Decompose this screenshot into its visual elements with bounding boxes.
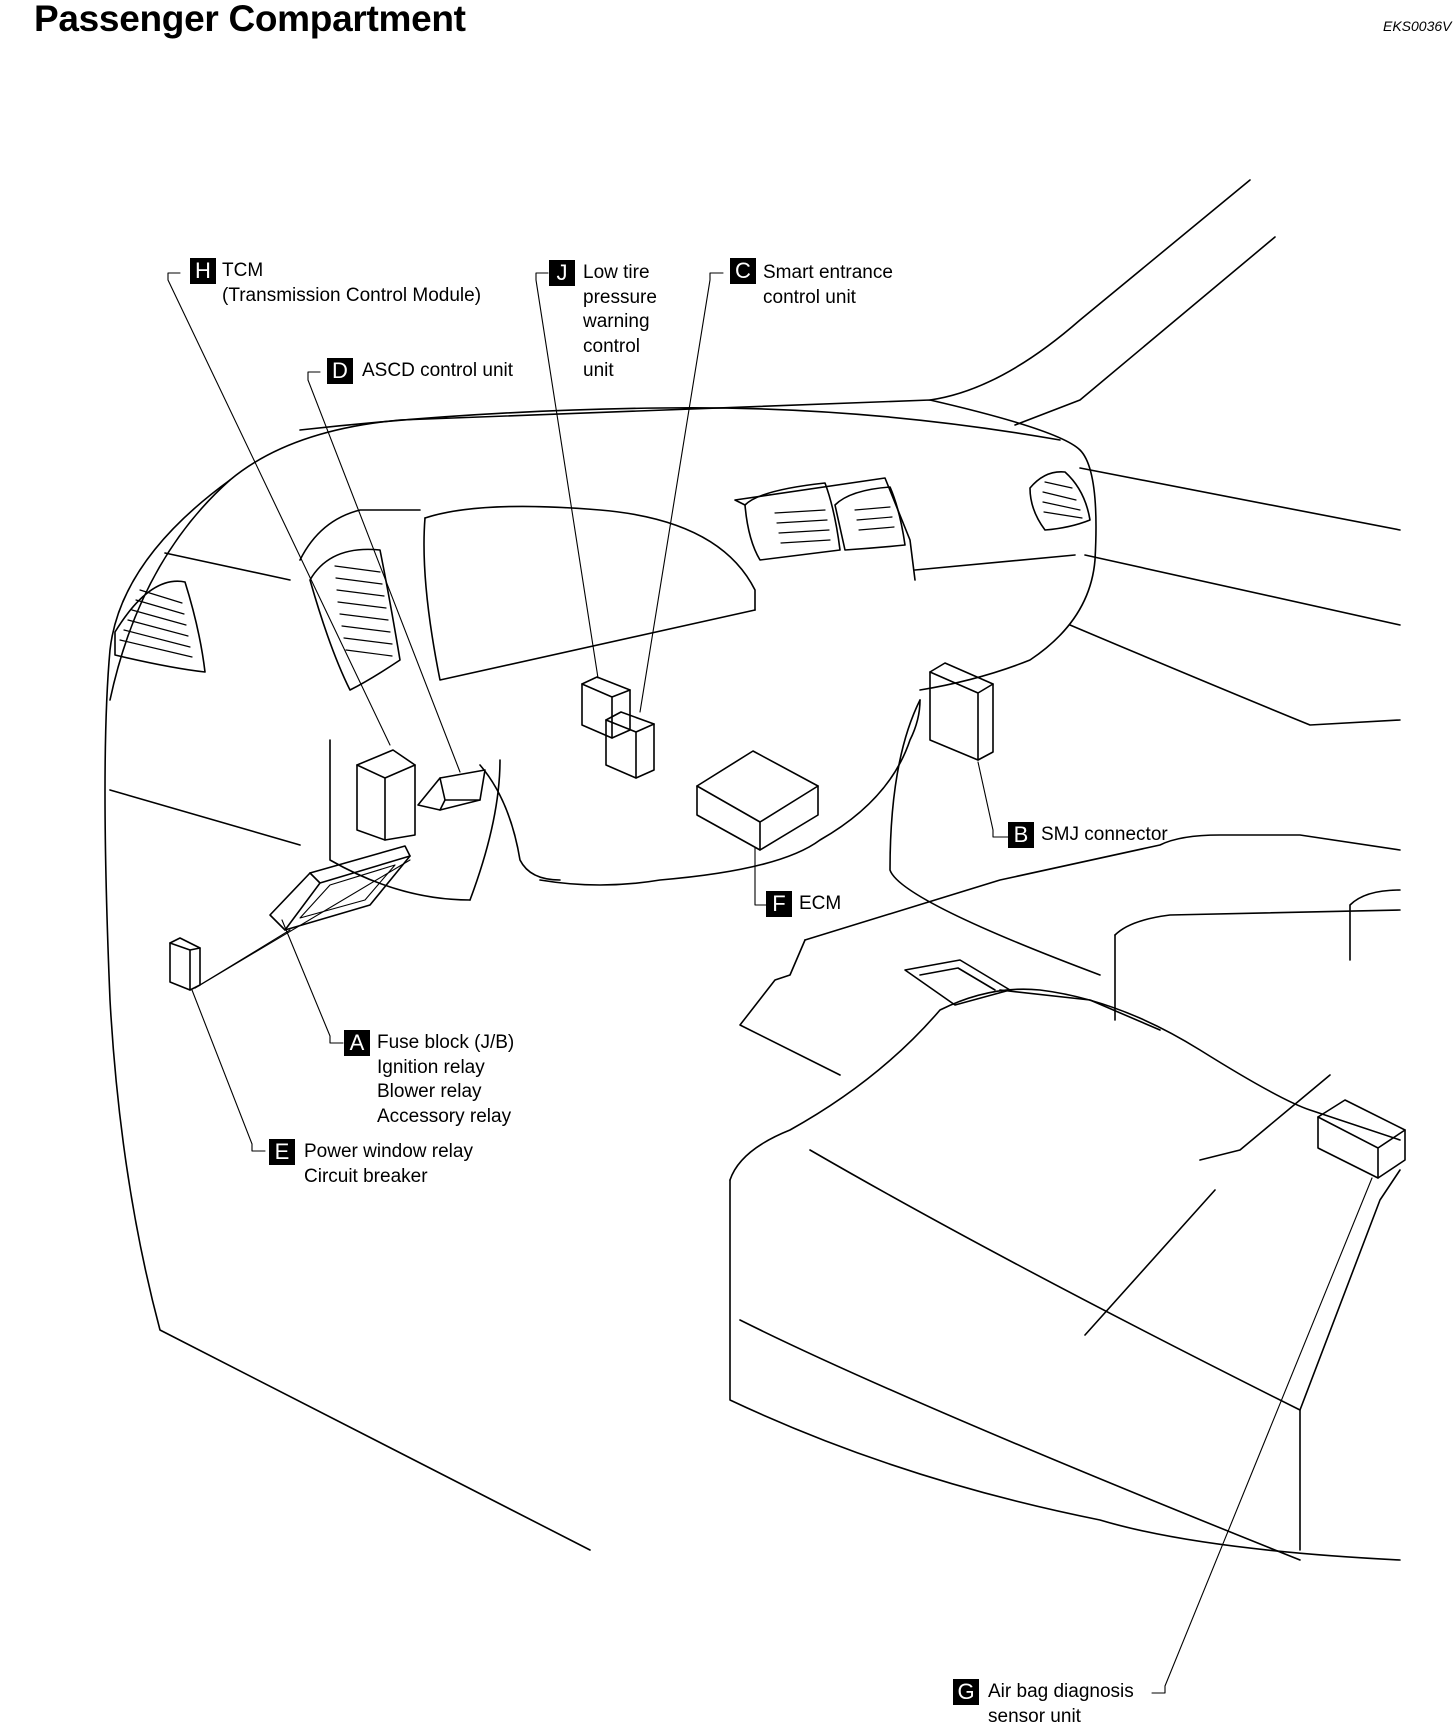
callout-b-line: SMJ connector <box>1041 823 1168 848</box>
seat-mid-edge <box>1000 990 1160 1030</box>
component-f-ecm <box>697 751 818 850</box>
callout-f-badge: F <box>766 891 792 917</box>
left-door-edge <box>105 480 590 1550</box>
callout-d-line: ASCD control unit <box>362 359 513 384</box>
component-h-tcm <box>357 750 415 840</box>
seat-right-edge <box>1300 1170 1400 1550</box>
callout-j-line: unit <box>583 359 657 384</box>
instrument-panel-left <box>300 510 420 560</box>
callout-e-line: Circuit breaker <box>304 1165 473 1190</box>
callout-h-badge: H <box>190 258 216 284</box>
callout-h-line: (Transmission Control Module) <box>222 284 481 309</box>
right-door-mid <box>1085 555 1400 625</box>
left-door-top <box>165 553 290 580</box>
windshield-pillar-inner <box>1015 237 1275 425</box>
callout-f-text: ECM <box>799 892 841 917</box>
right-door-lower <box>1070 625 1400 725</box>
callout-a-line: Accessory relay <box>377 1105 514 1130</box>
callout-b-text: SMJ connector <box>1041 823 1168 848</box>
left-door-panel <box>110 790 300 845</box>
callout-f-line: ECM <box>799 892 841 917</box>
callout-a-line: Blower relay <box>377 1080 514 1105</box>
center-vent-slats <box>775 507 894 543</box>
callout-g-text: Air bag diagnosis sensor unit <box>988 1680 1134 1729</box>
windshield-pillar <box>930 180 1250 400</box>
center-stack-bottom <box>540 700 920 885</box>
callout-j-line: control <box>583 335 657 360</box>
callout-d-badge: D <box>327 358 353 384</box>
leader-g <box>1152 1178 1372 1693</box>
component-b-smj-connector <box>930 663 993 760</box>
console-slot <box>905 960 1010 1005</box>
callout-j-line: pressure <box>583 286 657 311</box>
left-vent-slats <box>120 590 192 657</box>
cluster-vent-slats <box>335 566 392 656</box>
lower-dash-left <box>480 765 560 880</box>
component-g-airbag-sensor <box>1318 1100 1405 1178</box>
component-a-fuse-block <box>270 846 410 930</box>
center-panel-box <box>735 478 915 580</box>
console-slot-inner <box>920 968 995 990</box>
center-stack-left <box>470 760 500 900</box>
leader-lines <box>168 273 1372 1693</box>
seat-cushion-seam <box>810 1150 1300 1410</box>
leader-e <box>192 990 265 1151</box>
right-vent-slats <box>1043 482 1082 518</box>
callout-a-line: Fuse block (J/B) <box>377 1031 514 1056</box>
seat-cushion <box>730 989 1400 1180</box>
dashboard-top <box>110 400 1096 700</box>
seat-back <box>1115 910 1400 935</box>
lower-left-knee <box>330 740 470 900</box>
callout-h-text: TCM (Transmission Control Module) <box>222 259 481 308</box>
steering-column-opening <box>425 506 755 610</box>
callout-j-badge: J <box>549 260 575 286</box>
leader-a <box>282 920 343 1043</box>
callout-c-line: Smart entrance <box>763 261 893 286</box>
seat-cushion-seam2 <box>1085 1190 1215 1335</box>
callout-g-line: sensor unit <box>988 1705 1134 1729</box>
callout-g-badge: G <box>953 1679 979 1705</box>
callout-h-line: TCM <box>222 259 481 284</box>
callout-c-badge: C <box>730 258 756 284</box>
callout-e-text: Power window relay Circuit breaker <box>304 1140 473 1189</box>
callout-e-badge: E <box>269 1139 295 1165</box>
callout-a-line: Ignition relay <box>377 1056 514 1081</box>
console-top <box>805 835 1400 940</box>
callout-d-text: ASCD control unit <box>362 359 513 384</box>
callout-j-text: Low tire pressure warning control unit <box>583 261 657 384</box>
callout-b-badge: B <box>1008 822 1034 848</box>
callout-e-line: Power window relay <box>304 1140 473 1165</box>
callout-c-text: Smart entrance control unit <box>763 261 893 310</box>
callout-c-line: control unit <box>763 286 893 311</box>
callout-a-text: Fuse block (J/B) Ignition relay Blower r… <box>377 1031 514 1129</box>
dashboard-top-edge <box>300 408 1060 440</box>
dash-right-line <box>915 555 1075 570</box>
right-vent <box>1030 472 1090 530</box>
right-door-top <box>1080 468 1400 530</box>
component-d-ascd <box>418 770 485 810</box>
component-e-power-window-relay <box>170 938 200 990</box>
callout-g-line: Air bag diagnosis <box>988 1680 1134 1705</box>
instrument-panel-face <box>424 518 755 680</box>
left-vent <box>115 581 205 672</box>
callout-a-badge: A <box>344 1030 370 1056</box>
callout-j-line: Low tire <box>583 261 657 286</box>
callout-j-line: warning <box>583 310 657 335</box>
console-left <box>740 940 840 1075</box>
leader-b <box>978 762 1008 837</box>
headrest <box>1350 890 1400 960</box>
